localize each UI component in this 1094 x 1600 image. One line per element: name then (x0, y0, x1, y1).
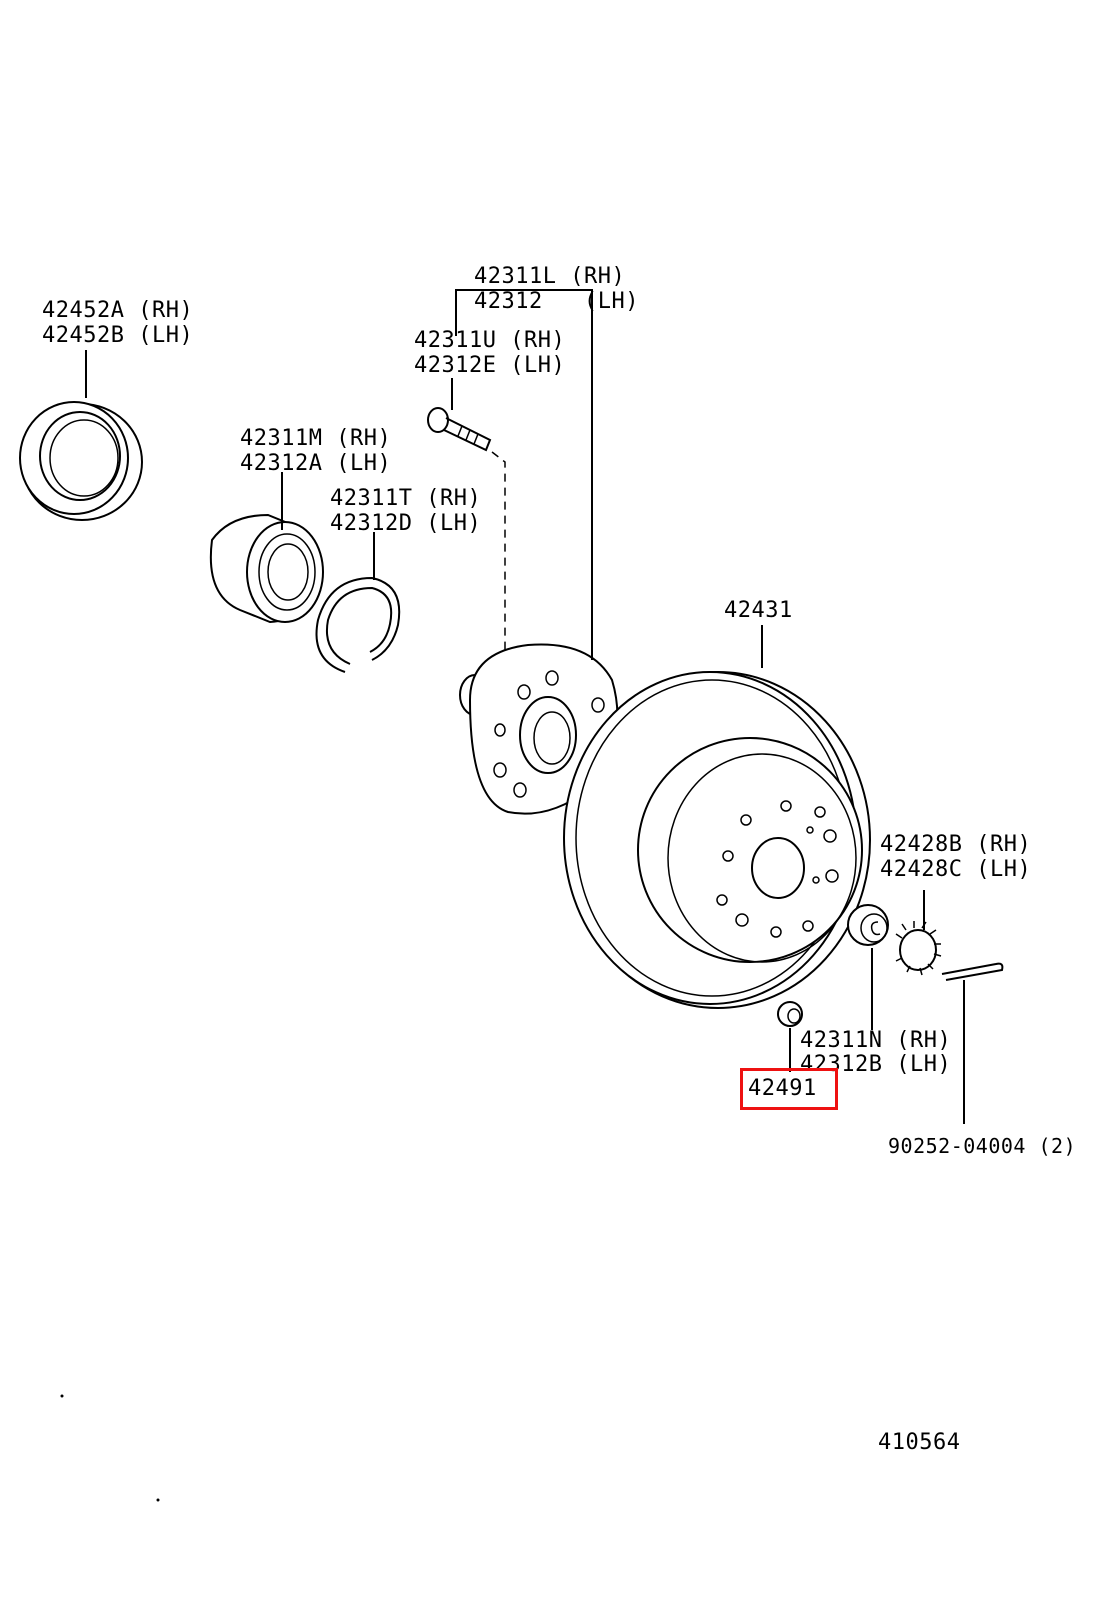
callout-bearing-lh[interactable]: 42312A (LH) (240, 451, 392, 476)
bearing-drawing (209, 472, 324, 624)
highlight-box (740, 1068, 838, 1110)
callout-oil-seal-lh[interactable]: 42452B (LH) (42, 323, 194, 348)
cotter-pin-drawing (941, 962, 1004, 1124)
lock-cap-drawing (895, 890, 942, 976)
callout-hub-nut-rh[interactable]: 42311N (RH) (800, 1028, 952, 1053)
callout-hub-bolt-lh[interactable]: 42312E (LH) (414, 353, 566, 378)
callout-cotter-pin[interactable]: 90252-04004 (2) (888, 1134, 1077, 1158)
figure-number: 410564 (878, 1430, 961, 1455)
oil-seal-drawing (19, 350, 143, 521)
brake-disc-drawing (563, 625, 871, 1009)
snap-ring-drawing (315, 532, 401, 673)
plug-drawing (777, 1001, 803, 1072)
callout-hub-bolt-rh[interactable]: 42311U (RH) (414, 328, 566, 353)
hub-nut-drawing (847, 904, 889, 1030)
callout-lock-cap-lh[interactable]: 42428C (LH) (880, 857, 1032, 882)
callout-plug[interactable]: 42491 (748, 1076, 817, 1101)
callout-oil-seal-rh[interactable]: 42452A (RH) (42, 298, 194, 323)
callout-snap-ring-lh[interactable]: 42312D (LH) (330, 511, 482, 536)
callout-hub-lh[interactable]: 42312 (LH) (474, 289, 639, 314)
stray-dot (60, 1394, 64, 1398)
callout-bearing-rh[interactable]: 42311M (RH) (240, 426, 392, 451)
callout-disc[interactable]: 42431 (724, 598, 793, 623)
callout-snap-ring-rh[interactable]: 42311T (RH) (330, 486, 482, 511)
callout-hub-nut-lh[interactable]: 42312B (LH) (800, 1052, 952, 1077)
callout-hub-rh[interactable]: 42311L (RH) (474, 264, 626, 289)
callout-lock-cap-rh[interactable]: 42428B (RH) (880, 832, 1032, 857)
stray-dot (156, 1498, 160, 1502)
hub-bolt-drawing (427, 378, 511, 657)
